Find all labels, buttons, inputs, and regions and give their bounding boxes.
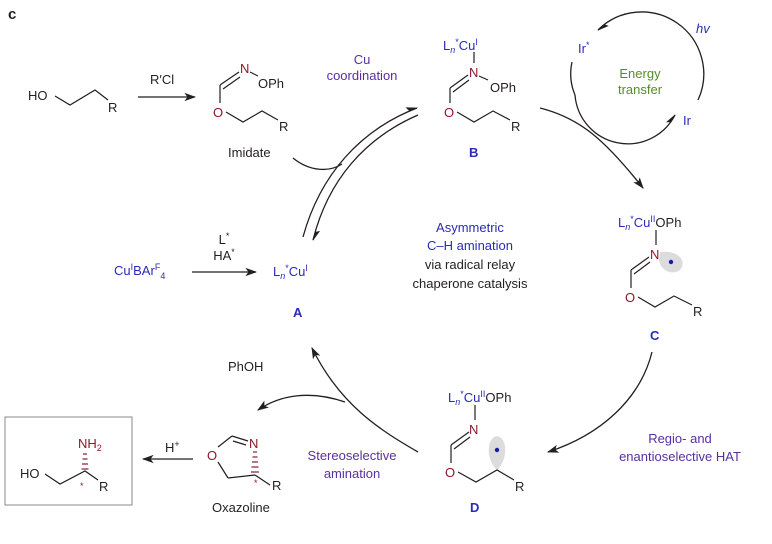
hat-line2: enantioselective HAT: [619, 449, 741, 464]
alcohol-ho: HO: [28, 88, 48, 103]
species-d-n: N: [469, 422, 478, 437]
species-c-o: O: [625, 290, 635, 305]
c-to-d-arrow: [546, 351, 653, 453]
species-c-label: C: [650, 328, 660, 343]
radical-shade-d: [488, 436, 506, 470]
center-line1: Asymmetric: [436, 220, 504, 235]
amination-line2: amination: [324, 466, 380, 481]
species-d-label: D: [470, 500, 479, 515]
oxazoline-structure: N O * R Oxazoline: [207, 435, 281, 515]
d-to-oxazoline-arrow: [257, 394, 346, 411]
species-a-cu: Ln*CuI: [273, 263, 308, 281]
panel-label: c: [8, 6, 16, 23]
starting-alcohol: HO R: [28, 88, 117, 115]
center-line3: via radical relay: [425, 257, 516, 272]
center-line4: chaperone catalysis: [413, 276, 528, 291]
radical-dot-c: [668, 259, 674, 265]
product-r: R: [99, 479, 108, 494]
oxazoline-stereocenter: *: [254, 478, 258, 488]
amination-line1: Stereoselective: [308, 448, 397, 463]
product-hash-bond: [81, 453, 89, 470]
energy-transfer-line2: transfer: [618, 82, 663, 97]
alcohol-r: R: [108, 100, 117, 115]
hv-label: hv: [696, 21, 711, 36]
reagent-ligand: L*: [219, 231, 230, 247]
species-b-o: O: [444, 105, 454, 120]
imidate-n: N: [240, 61, 249, 76]
species-c-cu: Ln*CuIIOPh: [618, 214, 681, 232]
product-stereocenter: *: [80, 481, 84, 491]
imidate-o: O: [213, 105, 223, 120]
species-d: Ln*CuIIOPh N O R D: [445, 389, 524, 515]
species-a-label: A: [293, 305, 303, 320]
species-c-n: N: [650, 247, 659, 262]
species-d-o: O: [445, 465, 455, 480]
imidate-structure: N OPh O R Imidate: [213, 61, 288, 160]
species-d-r: R: [515, 479, 524, 494]
reagent-rcl: R′Cl: [150, 72, 174, 87]
cu-coordination-line2: coordination: [327, 68, 398, 83]
precatalyst: CuIBArF4: [114, 262, 165, 281]
oxazoline-n: N: [249, 436, 258, 451]
imidate-oph: OPh: [258, 76, 284, 91]
energy-transfer-line1: Energy: [619, 66, 661, 81]
byproduct-phoh: PhOH: [228, 359, 263, 374]
center-line2: C–H amination: [427, 238, 513, 253]
species-b-cu: Ln*CuI: [443, 37, 478, 55]
acid-label: H+: [165, 439, 180, 455]
species-b-r: R: [511, 119, 520, 134]
photocycle-lower-arc: [574, 94, 676, 145]
reagent-acid: HA*: [213, 247, 235, 263]
species-c-r: R: [693, 304, 702, 319]
radical-dot-d: [494, 447, 500, 453]
reverse-equilibrium-arrow: [312, 114, 419, 242]
imidate-r: R: [279, 119, 288, 134]
product-nh2: NH2: [78, 436, 102, 453]
photocycle-upper-arc: [597, 11, 705, 101]
species-b: Ln*CuI N OPh O R B: [443, 37, 520, 160]
oxazoline-hash-bond: [251, 451, 259, 473]
species-b-label: B: [469, 145, 478, 160]
ir-ground: Ir: [683, 113, 692, 128]
forward-equilibrium-arrow: [302, 107, 419, 238]
cu-coordination-line1: Cu: [354, 52, 371, 67]
product-ho: HO: [20, 466, 40, 481]
species-b-oph: OPh: [490, 80, 516, 95]
species-d-cu: Ln*CuIIOPh: [448, 389, 511, 407]
b-to-c-arrow: [539, 107, 644, 189]
oxazoline-name: Oxazoline: [212, 500, 270, 515]
hat-line1: Regio- and: [648, 431, 712, 446]
species-c: Ln*CuIIOPh N O R C: [618, 214, 702, 343]
photocycle-left-arc: [570, 61, 576, 96]
product-chain: [44, 470, 99, 485]
oxazoline-r: R: [272, 478, 281, 493]
imidate-name: Imidate: [228, 145, 271, 160]
alcohol-chain: [54, 89, 109, 106]
oxazoline-o: O: [207, 448, 217, 463]
imidate-entry-curve: [292, 157, 343, 170]
ir-star: Ir*: [578, 40, 590, 56]
species-b-n: N: [469, 65, 478, 80]
d-to-a-arrow: [311, 346, 419, 453]
product-box: [4, 416, 133, 506]
product-structure: NH2 HO * R: [20, 436, 108, 494]
photocycle: Ir* hv Ir Energy transfer: [570, 11, 711, 145]
